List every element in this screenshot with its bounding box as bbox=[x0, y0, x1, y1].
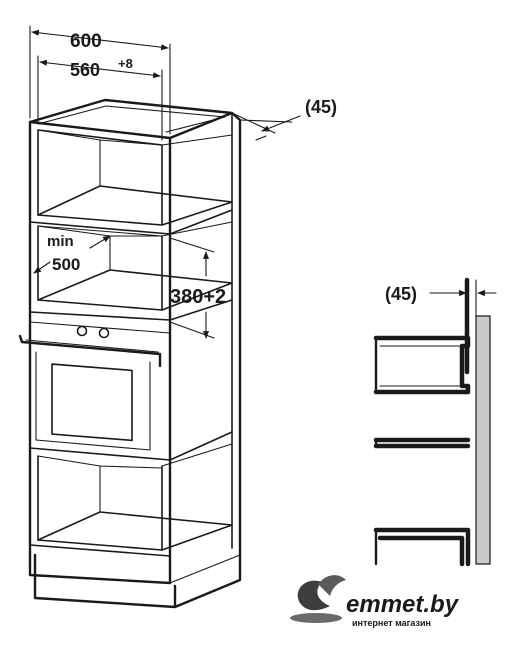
niche-height-label: 380+2 bbox=[170, 286, 226, 308]
side-gap-detail-label: (45) bbox=[385, 284, 417, 304]
emmet-watermark: emmet.by интернет магазин bbox=[290, 575, 460, 628]
depth-min-label: min bbox=[47, 233, 74, 250]
dimension-width-total: 600 bbox=[29, 25, 171, 135]
microwave-niche bbox=[37, 225, 163, 311]
side-gap-top-label: (45) bbox=[305, 97, 337, 117]
side-bracket-bottom bbox=[373, 527, 471, 567]
dimension-depth-min: min 500 bbox=[33, 233, 111, 274]
dimension-side-gap-top: (45) bbox=[231, 97, 337, 141]
oven-handle bbox=[18, 334, 162, 368]
side-bracket-top bbox=[373, 335, 471, 395]
dimension-width-inner: 560 +8 bbox=[37, 55, 163, 141]
dimension-niche-height: 380+2 bbox=[169, 237, 226, 339]
side-shelf-middle bbox=[373, 437, 471, 449]
oven-window bbox=[51, 363, 133, 442]
oven-knob-right bbox=[98, 327, 110, 339]
wall-panel bbox=[475, 315, 491, 565]
emmet-brand-text: emmet.by bbox=[346, 591, 460, 618]
lower-compartment bbox=[29, 447, 171, 557]
depth-min-value: 500 bbox=[52, 255, 80, 274]
tall-cabinet bbox=[18, 98, 242, 609]
emmet-logo-icon bbox=[290, 575, 346, 623]
side-section-detail: (45) bbox=[373, 277, 497, 567]
cabinet-plinth bbox=[33, 553, 242, 609]
cabinet-right-side bbox=[230, 111, 242, 557]
emmet-tagline-text: интернет магазин bbox=[352, 618, 431, 628]
width-inner-label: 560 bbox=[70, 60, 100, 80]
built-in-oven bbox=[18, 299, 233, 461]
width-inner-tolerance: +8 bbox=[118, 56, 133, 71]
shelf-board bbox=[29, 209, 233, 235]
width-total-label: 600 bbox=[70, 31, 102, 52]
oven-knob-left bbox=[76, 325, 88, 337]
